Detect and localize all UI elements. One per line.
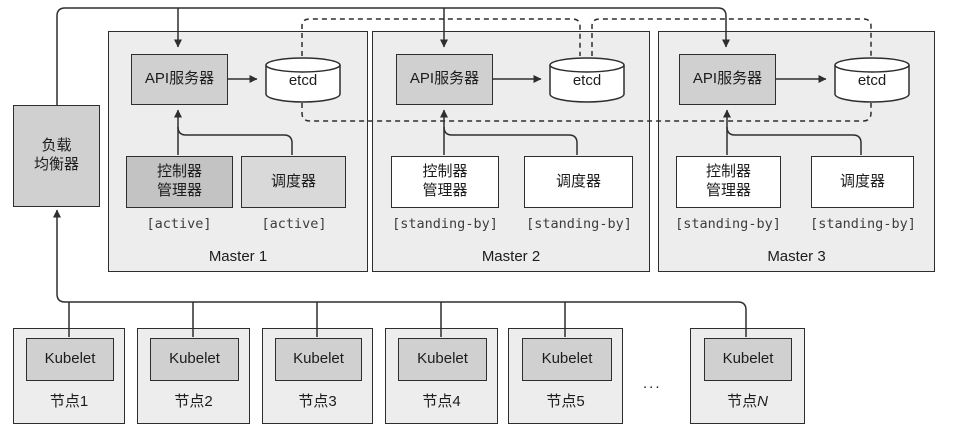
master-1-scheduler-status: [active] [261, 216, 327, 232]
master-2-etcd-cylinder: etcd [548, 56, 626, 104]
controller-manager-label: 控制器 管理器 [156, 163, 202, 199]
master-1-scheduler-box: 调度器 [241, 156, 346, 208]
node-4-name: 节点4 [422, 393, 461, 410]
master-2-api-server-box: API服务器 [396, 54, 493, 105]
api-server-label: API服务器 [144, 70, 215, 88]
node-2-name: 节点2 [174, 393, 213, 410]
controller-manager-label: 控制器 管理器 [422, 163, 468, 199]
node-1-name: 节点1 [49, 393, 89, 410]
master-2-scheduler-box: 调度器 [524, 156, 633, 208]
node-3-panel: Kubelet 节点3 [262, 328, 373, 424]
etcd-label: etcd [572, 72, 602, 89]
node-3-kubelet-box: Kubelet [275, 338, 362, 381]
node-3-name: 节点3 [298, 393, 337, 410]
etcd-cylinder-icon [834, 57, 910, 103]
master-3-scheduler-box: 调度器 [811, 156, 914, 208]
etcd-label: etcd [288, 72, 318, 89]
scheduler-label: 调度器 [270, 172, 316, 190]
node-n-panel: Kubelet 节点N [690, 328, 805, 424]
master-3-api-server-box: API服务器 [679, 54, 776, 105]
node-2-kubelet-box: Kubelet [150, 338, 239, 381]
master-3-panel: API服务器 etcd 控制器 管理器 调度器 [standing-by] [s… [658, 31, 935, 272]
node-2-panel: Kubelet 节点2 [137, 328, 250, 424]
node-1-kubelet-box: Kubelet [26, 338, 114, 381]
master-3-controller-manager-box: 控制器 管理器 [676, 156, 781, 208]
node-5-name: 节点5 [546, 393, 585, 410]
etcd-label: etcd [857, 72, 887, 89]
scheduler-label: 调度器 [839, 172, 885, 190]
master-2-scheduler-status: [standing-by] [526, 216, 632, 232]
node-1-panel: Kubelet 节点1 [13, 328, 125, 424]
master-2-controller-status: [standing-by] [392, 216, 498, 232]
master-1-api-server-box: API服务器 [131, 54, 228, 105]
master-3-scheduler-status: [standing-by] [810, 216, 916, 232]
master-2-panel: API服务器 etcd 控制器 管理器 调度器 [standing-by] [s… [372, 31, 650, 272]
master-1-name: Master 1 [208, 248, 268, 265]
master-3-name: Master 3 [767, 248, 826, 265]
scheduler-label: 调度器 [555, 172, 601, 190]
kubelet-label: Kubelet [44, 350, 96, 368]
master-1-etcd-cylinder: etcd [264, 56, 342, 104]
master-3-etcd-cylinder: etcd [833, 56, 911, 104]
nodes-ellipsis: ... [643, 375, 662, 392]
master-1-controller-manager-box: 控制器 管理器 [126, 156, 233, 208]
kubelet-label: Kubelet [722, 350, 774, 368]
master-1-controller-status: [active] [146, 216, 212, 232]
kubelet-label: Kubelet [417, 350, 468, 368]
load-balancer-box: 负载 均衡器 [13, 105, 100, 207]
controller-manager-label: 控制器 管理器 [705, 163, 751, 199]
node-5-kubelet-box: Kubelet [522, 338, 612, 381]
node-5-panel: Kubelet 节点5 [508, 328, 623, 424]
node-n-name: 节点N [727, 393, 768, 410]
api-server-label: API服务器 [409, 70, 480, 88]
master-3-controller-status: [standing-by] [675, 216, 781, 232]
node-4-panel: Kubelet 节点4 [385, 328, 498, 424]
master-2-name: Master 2 [481, 248, 541, 265]
kubelet-label: Kubelet [169, 350, 220, 368]
node-4-kubelet-box: Kubelet [398, 338, 487, 381]
kubelet-label: Kubelet [293, 350, 344, 368]
load-balancer-label: 负载 均衡器 [33, 137, 79, 173]
node-n-kubelet-box: Kubelet [704, 338, 792, 381]
master-1-panel: API服务器 etcd 控制器 管理器 调度器 [active] [active… [108, 31, 368, 272]
master-2-controller-manager-box: 控制器 管理器 [391, 156, 499, 208]
api-server-label: API服务器 [692, 70, 763, 88]
kubelet-label: Kubelet [541, 350, 593, 368]
